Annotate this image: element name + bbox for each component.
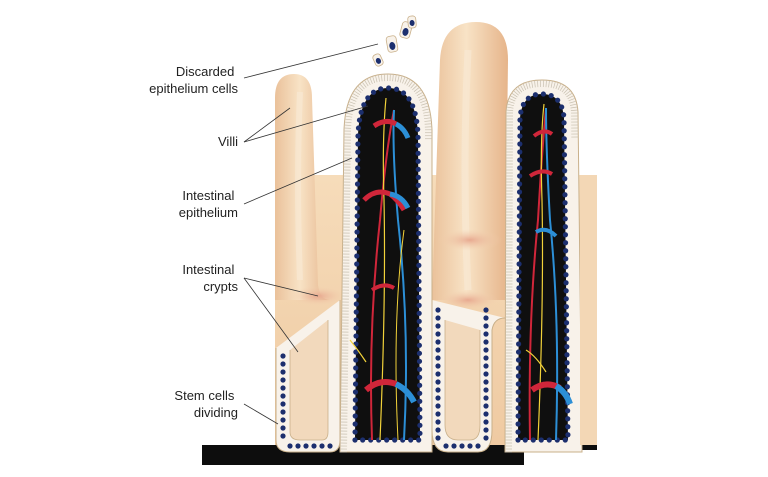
center-crypt (431, 300, 506, 453)
label-discarded: Discarded epithelium cells (149, 64, 238, 96)
front-villus-1 (339, 73, 433, 453)
leader-crypts-1 (243, 277, 319, 297)
background-villus-center (432, 22, 508, 300)
leader-villi-2 (243, 105, 369, 143)
label-stem-cells: Stem cells dividing (174, 388, 238, 420)
label-villi: Villi (218, 134, 238, 149)
background-villus-left (275, 74, 330, 300)
front-villus-2 (504, 79, 583, 453)
left-crypt (275, 300, 341, 453)
leader-stem (243, 403, 279, 425)
leader-discarded (243, 43, 379, 79)
label-epithelium: Intestinal epithelium (179, 188, 238, 220)
leader-lines (243, 43, 379, 425)
label-crypts: Intestinal crypts (182, 262, 238, 294)
right-tissue-edge (580, 175, 597, 445)
labels: Discarded epithelium cells Villi Intesti… (149, 64, 238, 420)
leader-crypts-2 (243, 277, 299, 353)
discarded-cells (372, 15, 417, 67)
leader-epithelium (243, 157, 353, 205)
leader-villi-1 (243, 107, 291, 143)
